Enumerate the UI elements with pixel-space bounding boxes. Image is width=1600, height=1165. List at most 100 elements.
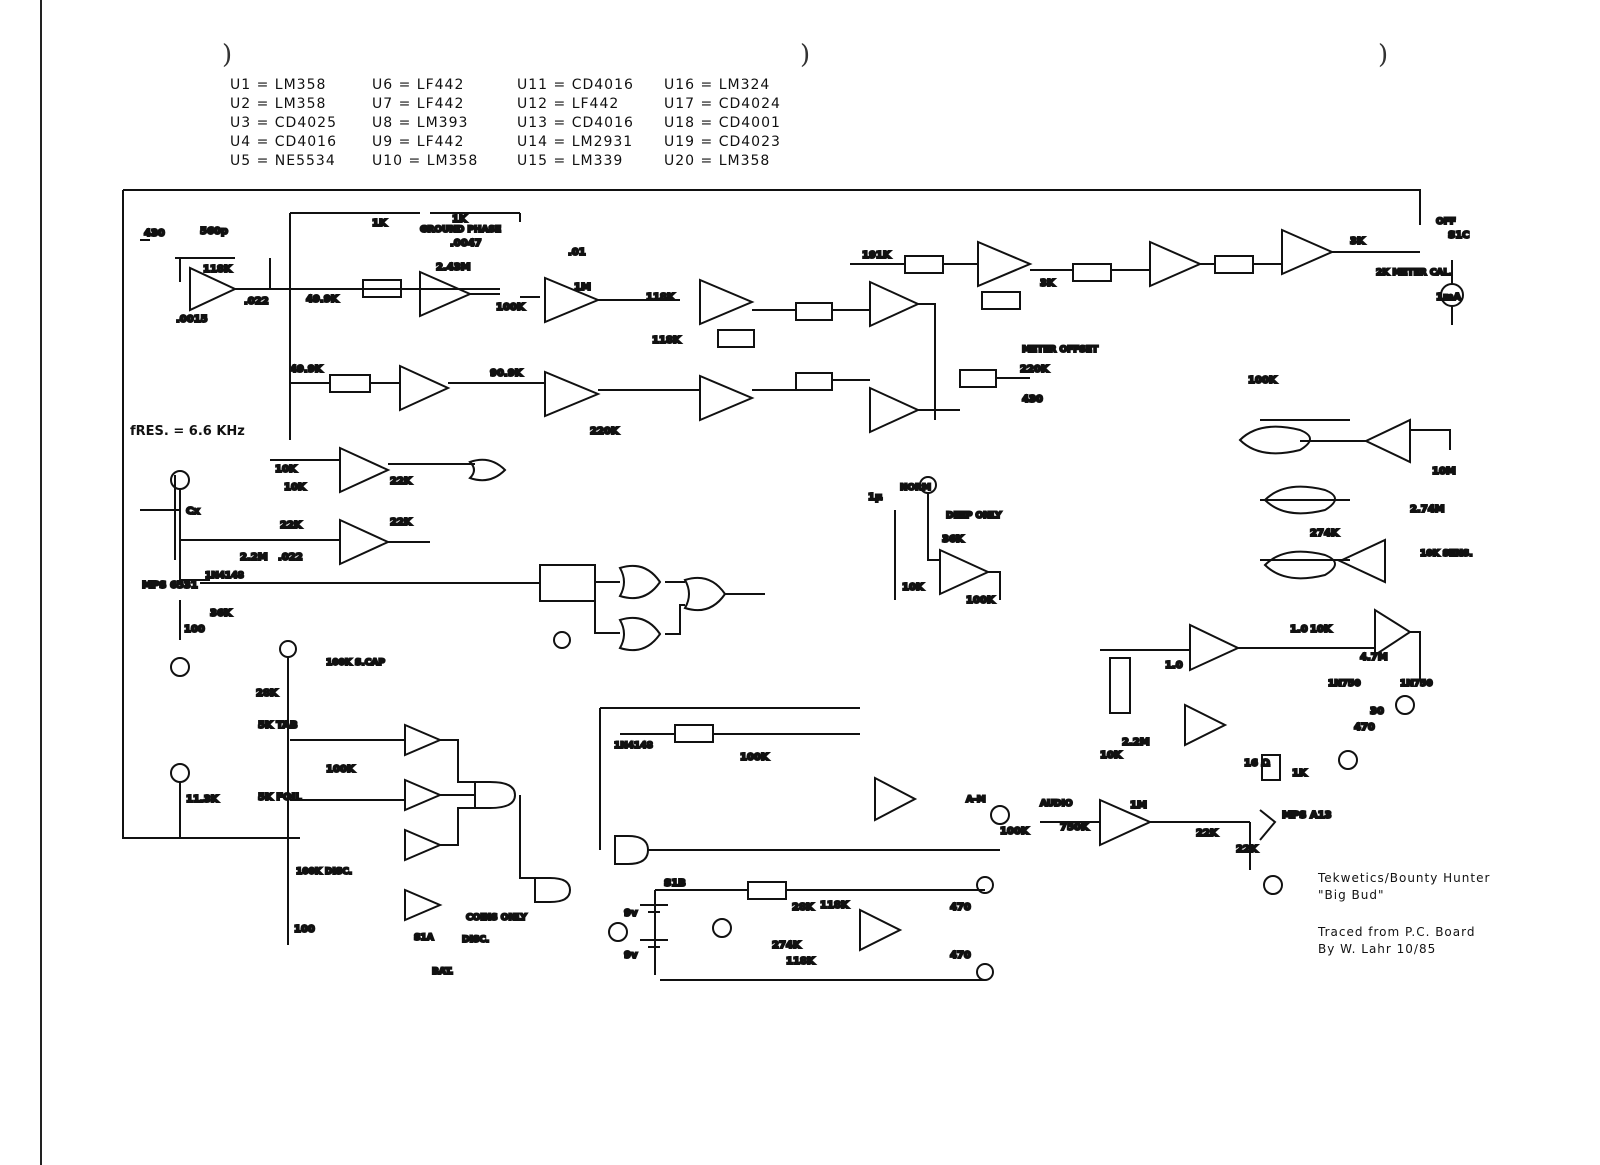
- wire: [894, 493, 1001, 600]
- label-r499k: 49.9K: [290, 364, 324, 375]
- label-deep-only: DEEP ONLY: [946, 511, 1002, 521]
- opamp-u16-d: [404, 888, 443, 922]
- supply-plus: [170, 470, 190, 490]
- label-r274k: 274K: [1310, 528, 1340, 539]
- wire: [1300, 429, 1451, 450]
- label-r750k: 750K: [1060, 822, 1090, 833]
- wire: [174, 459, 475, 560]
- supply-minus: [553, 631, 571, 649]
- label-s1a: S1A: [414, 933, 434, 943]
- label-r3k: 3K: [1350, 236, 1366, 247]
- label-r274m: 2.74M: [1410, 504, 1445, 515]
- parts-list-entry: U20 = LM358: [664, 153, 771, 169]
- label-c1u: 1µ: [868, 492, 883, 503]
- parts-list-entry: U13 = CD4016: [517, 115, 634, 131]
- label-5k-tab: 5K TAB: [258, 720, 298, 731]
- label-meter: 1mA: [1436, 292, 1461, 303]
- label-r191k: 191K: [862, 250, 892, 261]
- wire: [1040, 821, 1251, 870]
- label-c470: 470: [950, 902, 971, 913]
- label-r22k: 22K: [1236, 844, 1259, 855]
- nor-gate-u3-a: [1238, 425, 1311, 455]
- label-disc-switch: DISC.: [462, 935, 489, 945]
- wire: [599, 707, 860, 850]
- wire: [290, 739, 475, 846]
- nor-gate-u18-d: [683, 576, 727, 612]
- wire: [122, 190, 300, 839]
- switch-u13-d: [1214, 255, 1254, 274]
- nand-gate-u19-c: [614, 835, 650, 865]
- label-r100k: 100K: [1248, 375, 1278, 386]
- label-r100k: 100K: [1000, 826, 1030, 837]
- parts-list-entry: U2 = LM358: [230, 96, 327, 112]
- label-s-cap: 100K S.CAP: [326, 658, 385, 668]
- wire: [140, 239, 271, 288]
- nor-gate-u18-c: [618, 616, 662, 652]
- opamp-u8-b: [869, 386, 921, 434]
- nand-gate-u19-a: [474, 781, 517, 809]
- label-r430: 430: [144, 228, 165, 239]
- regulator-u14: [747, 881, 787, 900]
- label-9v: 9v: [624, 950, 638, 961]
- opamp-u6-b: [399, 364, 451, 412]
- label-r36k: 36K: [942, 534, 965, 545]
- label-r100k: 100K: [740, 752, 770, 763]
- parts-list-entry: U6 = LF442: [372, 77, 465, 93]
- label-speaker: 16 Ω: [1244, 758, 1270, 769]
- label-ground-phase: GROUND PHASE: [420, 225, 501, 235]
- binder-hole-mark: ): [222, 40, 233, 70]
- model-name: "Big Bud": [1318, 888, 1385, 902]
- credit-line-2: By W. Lahr 10/85: [1318, 942, 1437, 956]
- label-r10k: 10K: [1100, 750, 1123, 761]
- battery: [640, 904, 668, 948]
- label-coins-only: COINS ONLY: [466, 913, 527, 923]
- parts-list-entry: U15 = LM339: [517, 153, 624, 169]
- label-meter-offset: METER OFFSET: [1022, 345, 1099, 355]
- label-r28k: 28K: [792, 902, 815, 913]
- label-norm: NORM: [900, 483, 931, 493]
- label-r10k: 10K: [284, 482, 307, 493]
- label-r1k: 1K: [1292, 768, 1308, 779]
- label-1n4148: 1N4148: [205, 571, 244, 581]
- parts-list-entry: U3 = CD4025: [230, 115, 337, 131]
- wire: [665, 581, 765, 635]
- label-r100k: 100K: [966, 595, 996, 606]
- label-c1-0: 1.0: [1165, 660, 1183, 671]
- nor-gate-u3-c: [1263, 550, 1336, 580]
- label-r1m: 1M: [574, 282, 591, 293]
- label-bat: BAT.: [432, 967, 453, 977]
- opamp-u9-a: [699, 278, 755, 326]
- label-r118k: 118K: [646, 292, 676, 303]
- label-mps6531: MPS 6531: [142, 580, 198, 591]
- parts-list-entry: U7 = LF442: [372, 96, 465, 112]
- label-r10k: 10K: [902, 582, 925, 593]
- label-r22k: 22K: [1196, 828, 1219, 839]
- switch-u11-c: [674, 724, 714, 743]
- comparator-u15-c: [939, 548, 991, 596]
- label-r118k: 118K: [820, 900, 850, 911]
- parts-list-entry: U4 = CD4016: [230, 134, 337, 150]
- supply-minus: [170, 657, 190, 677]
- title: Tekwetics/Bounty Hunter: [1318, 871, 1491, 885]
- supply-minus: [1263, 875, 1283, 895]
- label-r118k: 118K: [786, 956, 816, 967]
- label-r100k: 100K: [496, 302, 526, 313]
- wire: [594, 581, 620, 634]
- supply-minus: [976, 963, 994, 981]
- label-r30: 30: [1370, 706, 1384, 717]
- parts-list-entry: U8 = LM393: [372, 115, 469, 131]
- binder-hole-mark: ): [1378, 40, 1389, 70]
- label-r47m: 4.7M: [1360, 652, 1388, 663]
- label-r22k: 22K: [390, 476, 413, 487]
- label-1n750: 1N750: [1400, 679, 1433, 689]
- wire: [850, 251, 1420, 271]
- supply-plus: [976, 876, 994, 894]
- switch-u4-c: [795, 372, 833, 391]
- nor-gate-u18-b: [618, 564, 662, 600]
- label-mps-a13: MPS A13: [1282, 810, 1332, 821]
- node-b: [712, 918, 732, 938]
- parts-list-entry: U11 = CD4016: [517, 77, 634, 93]
